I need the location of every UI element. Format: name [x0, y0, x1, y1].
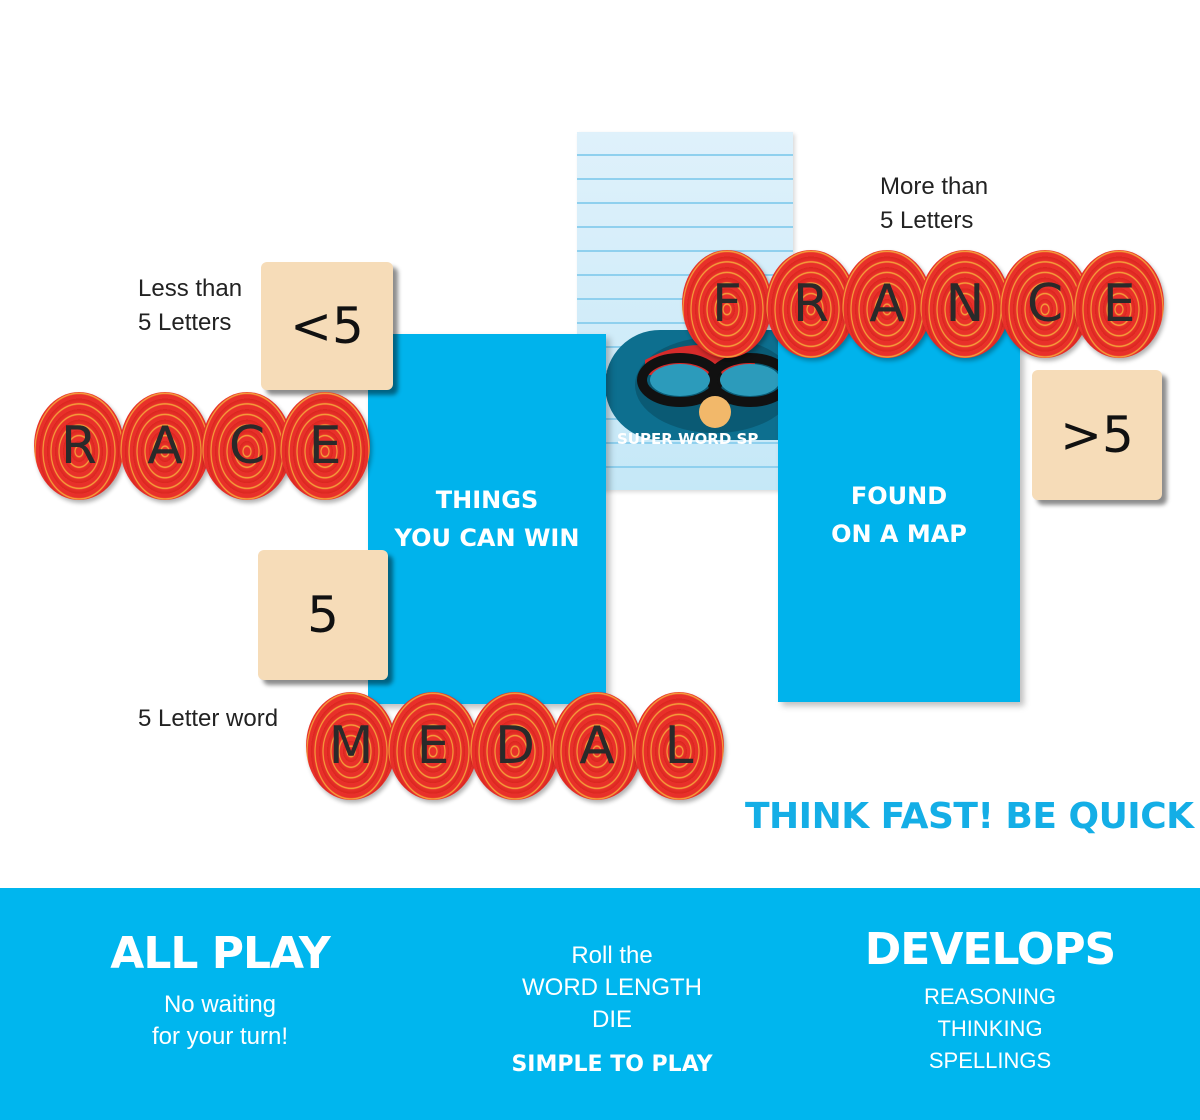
token-letter[interactable]: D: [470, 692, 560, 800]
card-back-brand: SUPER WORD SP: [617, 430, 759, 448]
card-line-2: ON A MAP: [831, 520, 967, 548]
footer-line: REASONING: [923, 984, 1057, 1009]
token-letter[interactable]: C: [202, 392, 292, 500]
footer-tag: SIMPLE TO PLAY: [511, 1052, 713, 1077]
footer-headline: ALL PLAY: [110, 928, 330, 979]
footer-line: DIE: [591, 1006, 632, 1033]
footer-col-roll: Roll the WORD LENGTH DIE SIMPLE TO PLAY: [452, 888, 772, 1120]
hero-mask-icon: [605, 330, 793, 440]
footer-line: WORD LENGTH: [522, 974, 702, 1001]
card-line-1: THINGS: [435, 486, 539, 514]
token-letter[interactable]: L: [634, 692, 724, 800]
token-letter[interactable]: E: [388, 692, 478, 800]
label-line: 5 Letters: [880, 207, 974, 234]
label-line: Less than: [138, 275, 243, 302]
card-things-you-can-win[interactable]: THINGS YOU CAN WIN: [368, 334, 606, 704]
tile-less-than-five[interactable]: <5: [261, 262, 393, 390]
card-line-2: YOU CAN WIN: [394, 524, 580, 552]
token-letter[interactable]: A: [120, 392, 210, 500]
footer-line: SPELLINGS: [928, 1048, 1052, 1073]
footer-banner: ALL PLAY No waiting for your turn! Roll …: [0, 888, 1200, 1120]
tile-more-than-five[interactable]: >5: [1032, 370, 1162, 500]
token-letter[interactable]: A: [842, 250, 932, 358]
token-letter[interactable]: E: [1074, 250, 1164, 358]
footer-col-all-play: ALL PLAY No waiting for your turn!: [60, 888, 380, 1120]
token-letter[interactable]: E: [280, 392, 370, 500]
footer-line: for your turn!: [151, 1023, 289, 1050]
label-more-than: More than 5 Letters: [880, 170, 988, 238]
token-letter[interactable]: R: [766, 250, 856, 358]
footer-col-develops: DEVELOPS REASONING THINKING SPELLINGS: [830, 888, 1150, 1120]
footer-headline: DEVELOPS: [864, 924, 1117, 975]
footer-line: No waiting: [163, 991, 277, 1018]
label-line: 5 Letters: [138, 309, 232, 336]
card-line-1: FOUND: [850, 482, 948, 510]
token-letter[interactable]: A: [552, 692, 642, 800]
footer-line: THINKING: [937, 1016, 1043, 1041]
token-letter[interactable]: F: [682, 250, 772, 358]
footer-line: Roll the: [571, 942, 653, 969]
label-less-than: Less than 5 Letters: [138, 272, 242, 340]
card-found-on-a-map[interactable]: FOUND ON A MAP: [778, 328, 1020, 702]
token-letter[interactable]: M: [306, 692, 396, 800]
label-line: More than: [880, 173, 989, 200]
token-letter[interactable]: N: [920, 250, 1010, 358]
tile-five[interactable]: 5: [258, 550, 388, 680]
label-five-letter: 5 Letter word: [138, 705, 279, 732]
token-letter[interactable]: R: [34, 392, 124, 500]
tagline: THINK FAST! BE QUICK: [745, 796, 1194, 837]
